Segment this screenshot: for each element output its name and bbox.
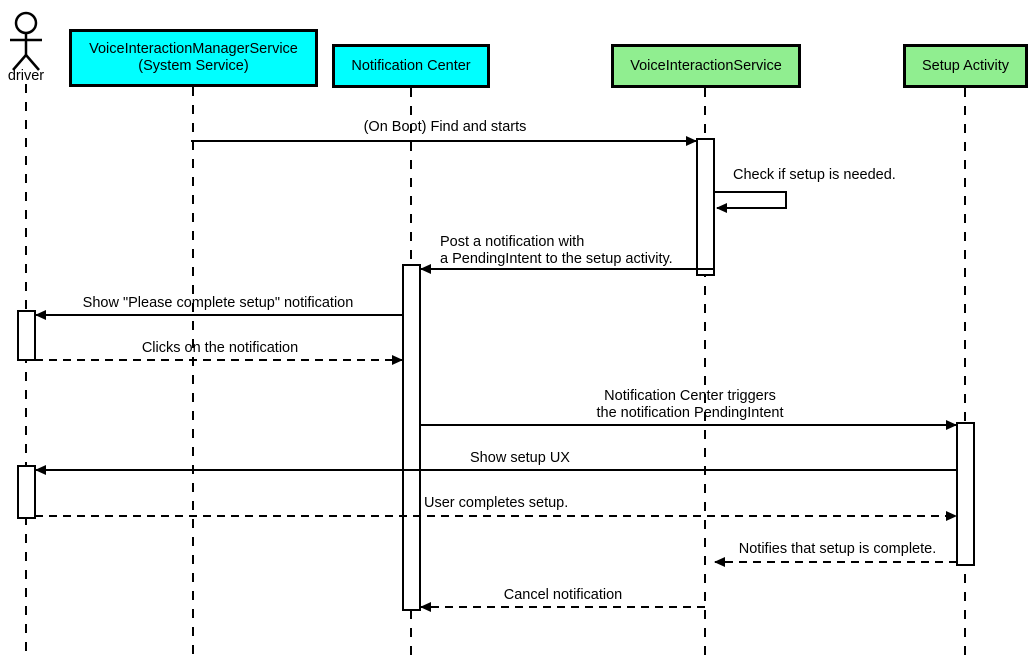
message-label-msg-4: Show "Please complete setup" notificatio… xyxy=(82,295,354,311)
message-label-msg-3: Post a notification with a PendingIntent… xyxy=(440,234,673,267)
participant-box-vis[interactable]: VoiceInteractionService xyxy=(611,44,801,88)
message-label-msg-1: (On Boot) Find and starts xyxy=(363,119,527,135)
activation-bar-driver xyxy=(17,310,36,361)
participant-label-driver: driver xyxy=(7,68,45,84)
actor-driver-glyph xyxy=(10,11,42,71)
message-label-msg-7: Show setup UX xyxy=(470,450,570,466)
actor-head-icon xyxy=(14,11,38,35)
participant-box-notification_center[interactable]: Notification Center xyxy=(332,44,490,88)
participant-label-vis: VoiceInteractionService xyxy=(630,57,782,74)
participant-box-setup_activity[interactable]: Setup Activity xyxy=(903,44,1028,88)
participant-label-vims: VoiceInteractionManagerService (System S… xyxy=(89,41,298,74)
participant-label-setup_activity: Setup Activity xyxy=(921,57,1010,74)
messages-group xyxy=(35,136,957,612)
message-label-msg-10: Cancel notification xyxy=(503,587,623,603)
message-label-msg-2: Check if setup is needed. xyxy=(733,167,896,183)
activation-bar-vis xyxy=(696,138,715,276)
participant-label-notification_center: Notification Center xyxy=(351,57,471,74)
activation-bars-group xyxy=(17,138,975,611)
message-label-msg-9: Notifies that setup is complete. xyxy=(738,541,937,557)
message-label-msg-5: Clicks on the notification xyxy=(141,340,299,356)
message-label-msg-8: User completes setup. xyxy=(424,495,569,511)
actor-leg-left-icon xyxy=(12,54,27,71)
activation-bar-driver xyxy=(17,465,36,519)
message-label-msg-6: Notification Center triggers the notific… xyxy=(596,388,784,421)
activation-bar-notification_center xyxy=(402,264,421,611)
actor-leg-right-icon xyxy=(25,54,40,71)
message-line-msg-2 xyxy=(715,191,787,213)
participant-box-vims[interactable]: VoiceInteractionManagerService (System S… xyxy=(69,29,318,87)
activation-bar-setup_activity xyxy=(956,422,975,566)
